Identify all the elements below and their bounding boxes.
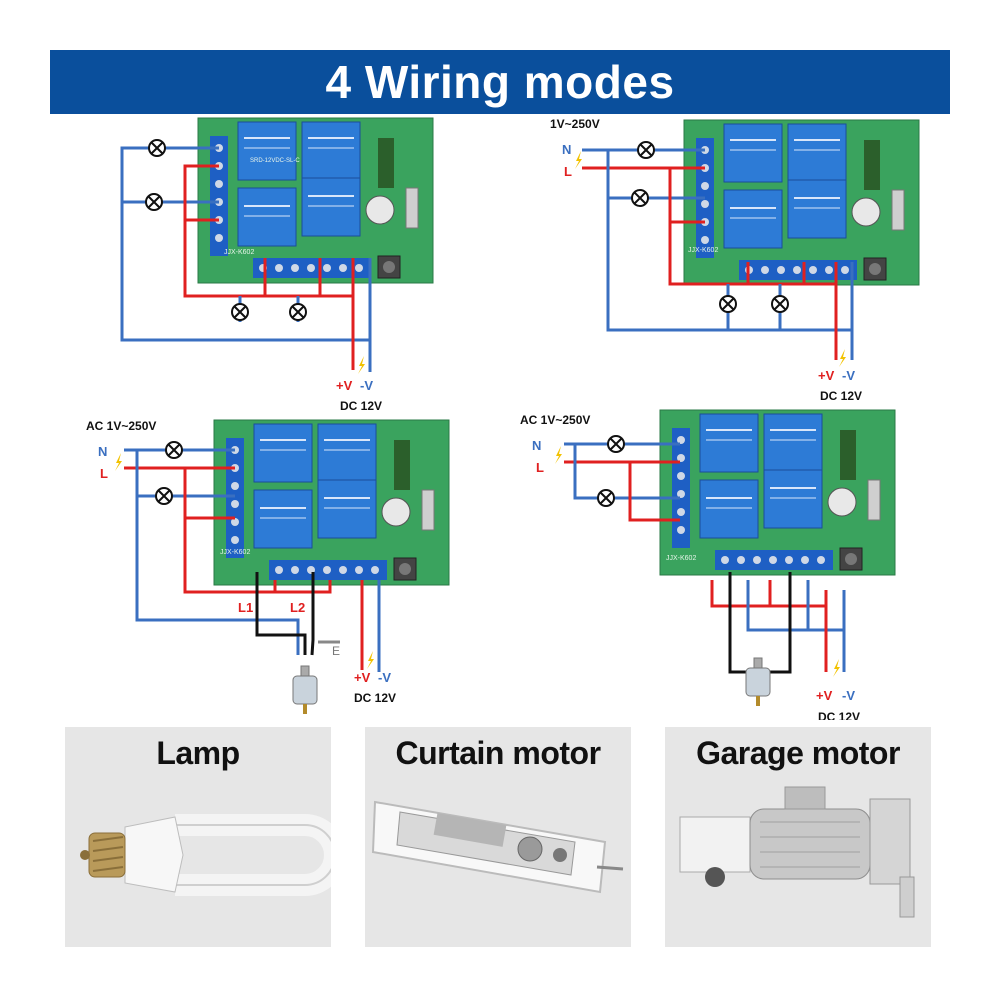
d4-negative-label: -V [842,688,855,703]
d4-supply-label: AC 1V~250V [520,413,590,427]
garage-motor-card-label: Garage motor [696,735,900,771]
d4-n-label: N [532,438,541,453]
diagram-1: JJX-K602 SRD-12VDC-SL-C +V -V DC 12V [120,117,434,413]
d3-l2-label: L2 [290,600,305,615]
title-banner: 4 Wiring modes [50,50,950,114]
d2-dc-label: DC 12V [820,389,862,403]
diagram-4: JJX-K602 AC 1V~250V N L +V -V DC 12V [520,409,896,720]
board-model-label: JJX-K602 [224,249,254,256]
d4-dc-label: DC 12V [818,710,860,720]
d4-l-label: L [536,460,544,475]
d3-l1-label: L1 [238,600,253,615]
board-model-label: JJX-K602 [688,247,718,254]
d2-n-label: N [562,142,571,157]
curtain-motor-card-label: Curtain motor [395,735,601,771]
d3-n-label: N [98,444,107,459]
garage-motor-icon [679,786,915,918]
curtain-motor-icon [371,800,624,894]
d1-positive-label: +V [336,378,353,393]
relay-model-label: SRD-12VDC-SL-C [250,158,300,164]
garage-motor-card: Garage motor [665,727,931,947]
lamp-card: Lamp [65,727,331,947]
wiring-diagrams: JJX-K602 SRD-12VDC-SL-C +V -V DC 12V JJX… [86,117,920,720]
d3-e-label: E [332,644,340,658]
d2-negative-label: -V [842,368,855,383]
diagram-3: JJX-K602 AC 1V~250V N L L1 L2 E +V -V DC… [86,419,450,715]
d2-l-label: L [564,164,572,179]
diagram-2: JJX-K602 1V~250V N L +V -V DC 12V [550,117,920,403]
d4-positive-label: +V [816,688,833,703]
page-title: 4 Wiring modes [325,56,675,108]
d1-negative-label: -V [360,378,373,393]
curtain-motor-card: Curtain motor [365,727,631,947]
lamp-card-label: Lamp [156,735,240,771]
board-model-label: JJX-K602 [666,555,696,562]
d2-supply-label: 1V~250V [550,117,600,131]
lamp-bulb-icon [80,814,331,896]
d2-positive-label: +V [818,368,835,383]
d1-dc-label: DC 12V [340,399,382,413]
d3-positive-label: +V [354,670,371,685]
d3-negative-label: -V [378,670,391,685]
d3-supply-label: AC 1V~250V [86,419,156,433]
d3-l-label: L [100,466,108,481]
d3-dc-label: DC 12V [354,691,396,705]
board-model-label: JJX-K602 [220,549,250,556]
